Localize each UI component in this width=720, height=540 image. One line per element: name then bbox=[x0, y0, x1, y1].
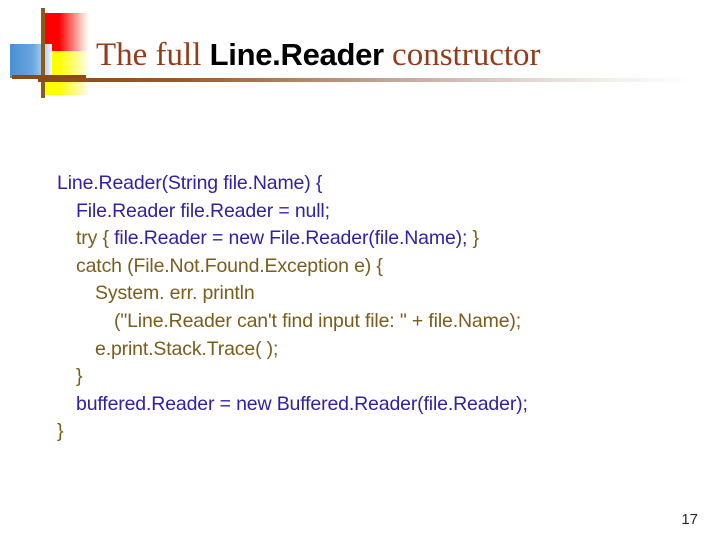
code-segment: } bbox=[467, 227, 480, 250]
title-part-emphasis: Line.Reader bbox=[209, 37, 384, 72]
code-segment: file.Reader = new File.Reader(file.Name)… bbox=[114, 227, 468, 250]
code-line: e.print.Stack.Trace( ); bbox=[57, 336, 697, 364]
code-line: } bbox=[57, 363, 697, 391]
code-line: ("Line.Reader can't find input file: " +… bbox=[57, 308, 697, 336]
slide-logo bbox=[0, 0, 118, 110]
title-underline-rule bbox=[38, 78, 693, 82]
code-line: Line.Reader(String file.Name) { bbox=[57, 170, 697, 198]
code-segment: try { bbox=[76, 227, 115, 250]
code-segment: File.Reader file.Reader = null; bbox=[76, 199, 330, 222]
page-number: 17 bbox=[681, 511, 698, 528]
code-segment: catch (File.Not.Found.Exception e) { bbox=[76, 254, 383, 277]
code-segment: Line.Reader(String file.Name) { bbox=[57, 172, 323, 194]
logo-vertical-line bbox=[41, 8, 45, 98]
code-line: } bbox=[57, 418, 697, 446]
code-segment: ("Line.Reader can't find input file: " +… bbox=[114, 309, 522, 332]
code-line: System. err. println bbox=[57, 280, 697, 308]
code-line: try { file.Reader = new File.Reader(file… bbox=[57, 225, 697, 253]
code-segment: e.print.Stack.Trace( ); bbox=[95, 337, 279, 360]
code-segment: } bbox=[76, 365, 83, 388]
page-title: The full Line.Reader constructor bbox=[96, 33, 696, 77]
logo-horizontal-line bbox=[12, 75, 86, 79]
code-line: catch (File.Not.Found.Exception e) { bbox=[57, 253, 697, 281]
code-block: Line.Reader(String file.Name) { File.Read… bbox=[57, 170, 697, 446]
code-line: File.Reader file.Reader = null; bbox=[57, 198, 697, 226]
title-part-prefix: The full bbox=[96, 37, 210, 73]
code-segment: System. err. println bbox=[95, 282, 255, 305]
code-line: buffered.Reader = new Buffered.Reader(fi… bbox=[57, 391, 697, 419]
code-segment: } bbox=[57, 420, 64, 443]
code-segment: buffered.Reader = new Buffered.Reader(fi… bbox=[76, 392, 528, 415]
logo-blue-rectangle bbox=[10, 44, 52, 78]
title-part-suffix: constructor bbox=[383, 37, 541, 73]
